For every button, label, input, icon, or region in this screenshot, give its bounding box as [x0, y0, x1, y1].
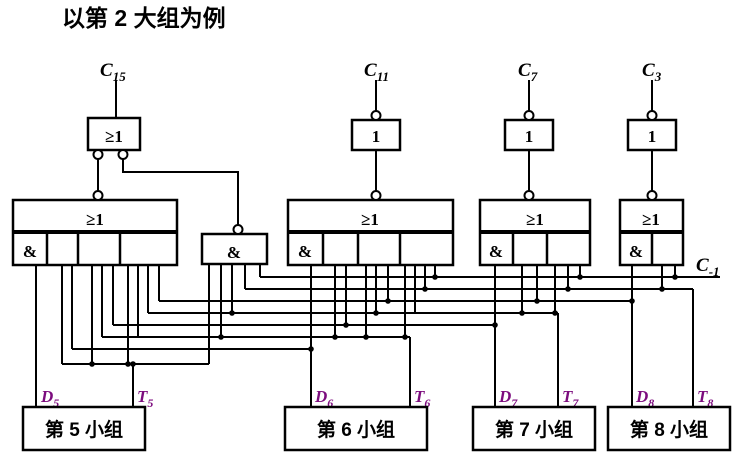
label-c3: C3 [642, 60, 662, 84]
label-t6: T6 [414, 387, 430, 410]
and-label-block4: & [629, 242, 643, 261]
label-d8: D8 [635, 387, 654, 410]
and-label-block2: & [298, 242, 312, 261]
or-label-block2: ≥1 [361, 210, 379, 229]
buffer-label-c3: 1 [648, 127, 657, 146]
label-d6: D6 [314, 387, 333, 410]
bubble-and-gate-top [232, 224, 244, 235]
group-box-7 [471, 405, 597, 452]
label-d7: D7 [498, 387, 518, 410]
bubble-or-c15-out-right [117, 149, 129, 160]
junction-dots [89, 274, 678, 367]
label-d5: D5 [40, 387, 59, 410]
bubble-buffer-c11-top [370, 110, 382, 121]
and-gate-input-taps [208, 264, 261, 364]
group-box-8-label: 第 8 小组 [630, 418, 708, 441]
bubble-block3-top [523, 190, 535, 201]
and-label-middle: & [227, 243, 241, 262]
label-c11: C11 [364, 60, 389, 84]
block2-input-taps [334, 265, 436, 337]
and-gate-middle [200, 232, 269, 266]
or-label-c15: ≥1 [105, 127, 123, 146]
label-c7: C7 [518, 60, 538, 84]
group-box-6-label: 第 6 小组 [317, 418, 395, 441]
or-gate-c15 [86, 116, 142, 152]
label-c15: C15 [100, 60, 126, 84]
gate-labels: ≥1 ≥1 ≥1 ≥1 ≥1 1 1 1 & & & & & [23, 127, 660, 262]
or-label-block3: ≥1 [526, 210, 544, 229]
group-boxes: 第 5 小组 第 6 小组 第 7 小组 第 8 小组 [21, 405, 732, 452]
page-title: 以第 2 大组为例 [62, 5, 226, 31]
or-label-block4: ≥1 [642, 210, 660, 229]
group-box-5 [21, 405, 147, 452]
group-box-7-label: 第 7 小组 [495, 418, 573, 441]
and-label-block3: & [489, 242, 503, 261]
bubble-or-c15-out-left [92, 149, 104, 160]
or-label-block1: ≥1 [86, 210, 104, 229]
group-box-6 [283, 405, 429, 452]
group-box-5-label: 第 5 小组 [45, 418, 123, 441]
inversion-bubbles [92, 110, 658, 235]
label-t8: T8 [697, 387, 713, 410]
label-t5: T5 [137, 387, 153, 410]
label-carry-in: C-1 [696, 255, 720, 279]
bubble-block1-top [92, 190, 104, 201]
block1-input-taps [61, 265, 160, 364]
and-label-block1: & [23, 242, 37, 261]
bubble-buffer-c3-top [646, 110, 658, 121]
buffer-label-c11: 1 [372, 127, 381, 146]
carry-labels: C15 C11 C7 C3 C-1 [100, 60, 720, 279]
buffer-label-c7: 1 [525, 127, 534, 146]
bubble-block4-top [646, 190, 658, 201]
signal-labels: D5 T5 D6 T6 D7 T7 D8 T8 [40, 387, 713, 410]
block3-input-taps [521, 265, 581, 313]
c15-right-branch-wire [122, 150, 239, 234]
mesh-tracks [62, 276, 720, 365]
bubble-buffer-c7-top [523, 110, 535, 121]
source-lines [35, 265, 694, 407]
bubble-block2-top [370, 190, 382, 201]
cell-dividers [45, 233, 654, 265]
label-t7: T7 [562, 387, 579, 410]
group-box-8 [606, 405, 732, 452]
tap-lines [61, 264, 676, 364]
